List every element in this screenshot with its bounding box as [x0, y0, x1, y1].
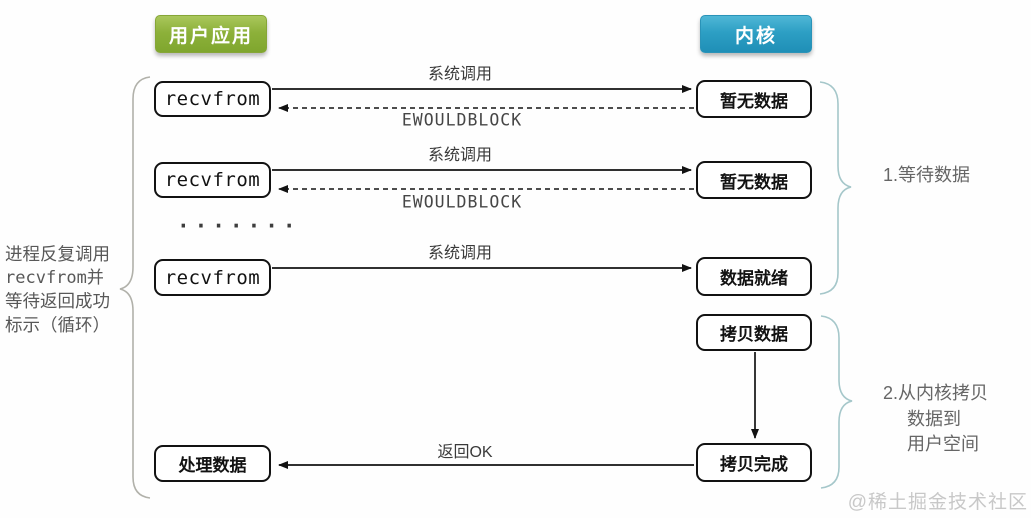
edge-label-syscall-3: 系统调用	[427, 245, 493, 262]
left-note-line-4: 标示（循环）	[5, 314, 110, 335]
node-no-data-2: 暂无数据	[696, 161, 812, 199]
edge-label-syscall-1: 系统调用	[427, 66, 493, 83]
node-recvfrom-3: recvfrom	[154, 259, 271, 296]
left-note-line-2: recvfrom并	[5, 267, 104, 288]
stage1-brace	[819, 81, 852, 295]
stage-1-label: 1.等待数据	[883, 165, 971, 185]
loop-ellipsis: ·······	[177, 214, 301, 238]
left-loop-note: 进程反复调用 recvfrom并 等待返回成功 标示（循环）	[5, 243, 155, 337]
node-recvfrom-2: recvfrom	[154, 162, 271, 198]
left-note-line-3: 等待返回成功	[5, 291, 110, 311]
user-app-header: 用户应用	[155, 15, 267, 53]
node-recvfrom-1: recvfrom	[154, 81, 271, 117]
edge-label-ewouldblock-2: EWOULDBLOCK	[401, 192, 523, 212]
stage-2-line-2: 数据到	[907, 408, 961, 429]
left-loop-brace	[119, 76, 151, 499]
node-process-data: 处理数据	[154, 445, 271, 482]
stage-2-line-1: 2.从内核拷贝	[883, 383, 989, 403]
node-copy-data: 拷贝数据	[696, 314, 812, 351]
stage-2-label: 2.从内核拷贝 数据到 用户空间	[883, 381, 988, 458]
edge-label-ewouldblock-1: EWOULDBLOCK	[401, 110, 523, 130]
node-no-data-1: 暂无数据	[696, 80, 812, 118]
kernel-header: 内核	[700, 15, 812, 53]
watermark: @稀土掘金技术社区	[847, 492, 1028, 513]
left-note-line-1: 进程反复调用	[5, 244, 110, 264]
edge-label-syscall-2: 系统调用	[427, 147, 493, 164]
node-copy-done: 拷贝完成	[696, 443, 812, 482]
stage-2-line-3: 用户空间	[907, 434, 979, 454]
stage2-brace	[820, 315, 853, 489]
node-data-ready: 数据就绪	[696, 257, 812, 296]
edge-label-return-ok: 返回OK	[437, 444, 493, 461]
